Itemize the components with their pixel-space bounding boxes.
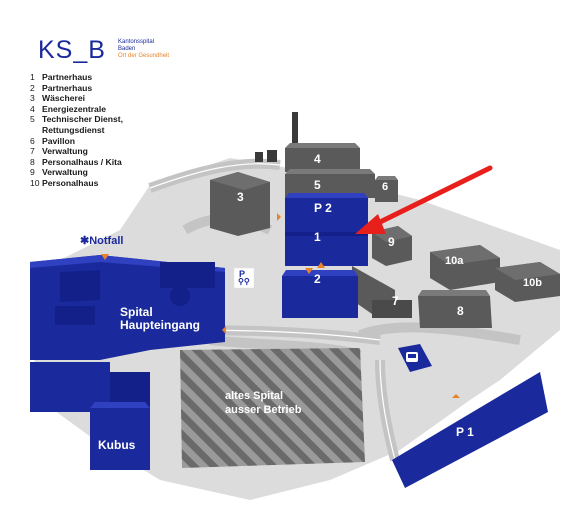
building-3 [210,172,270,236]
altes-spital-label: altes Spital [225,390,284,402]
building-1-label: 1 [314,230,321,244]
bike-parking-label: P [239,269,246,279]
kubus-building [90,402,150,470]
parking-p1-label: P 1 [456,425,474,439]
building-10a-label: 10a [445,255,464,267]
building-10b [495,262,560,302]
building-4-label: 4 [314,152,321,166]
building-2-label: 2 [314,272,321,286]
building-8-label: 8 [457,304,464,318]
parking-p2-label: P 2 [314,201,332,215]
building-10b-label: 10b [523,277,542,289]
altes-spital-area [180,348,365,468]
spital-lower-wing [30,362,150,412]
ksb-logo: KS_B Kantonsspital Baden Ort der Gesundh… [38,36,169,64]
logo-subtitle: Kantonsspital Baden Ort der Gesundheit [118,39,170,59]
entrance-markers [101,213,460,398]
building-2 [282,270,358,318]
kubus-label: Kubus [98,438,136,452]
parking-p1-area [392,372,548,488]
building-9-label: 9 [388,235,395,249]
building-6-label: 6 [382,181,389,193]
building-5 [285,169,375,198]
building-7 [352,266,412,318]
building-10a [430,245,500,290]
ausser-betrieb-label: ausser Betrieb [225,404,302,416]
notfall-label: ✱Notfall [80,235,124,247]
building-5-label: 5 [314,178,321,192]
building-7-label: 7 [392,294,399,308]
haupteingang-label: Haupteingang [120,318,200,332]
building-3-label: 3 [237,190,244,204]
building-8 [418,290,492,328]
building-1 [285,226,368,266]
bicycle-icon: ⚲⚲ [238,277,250,286]
building-6 [375,176,398,202]
bike-parking-sign [233,267,255,289]
legend-row: Rettungsdienst [42,124,105,135]
spital-main-building [30,255,225,360]
spital-label: Spital [120,305,153,319]
parking-p2-building [285,193,368,226]
location-arrow [355,165,493,234]
building-4 [255,112,360,172]
bus-stop [398,344,432,372]
logo-mark: KS_B [38,36,106,64]
